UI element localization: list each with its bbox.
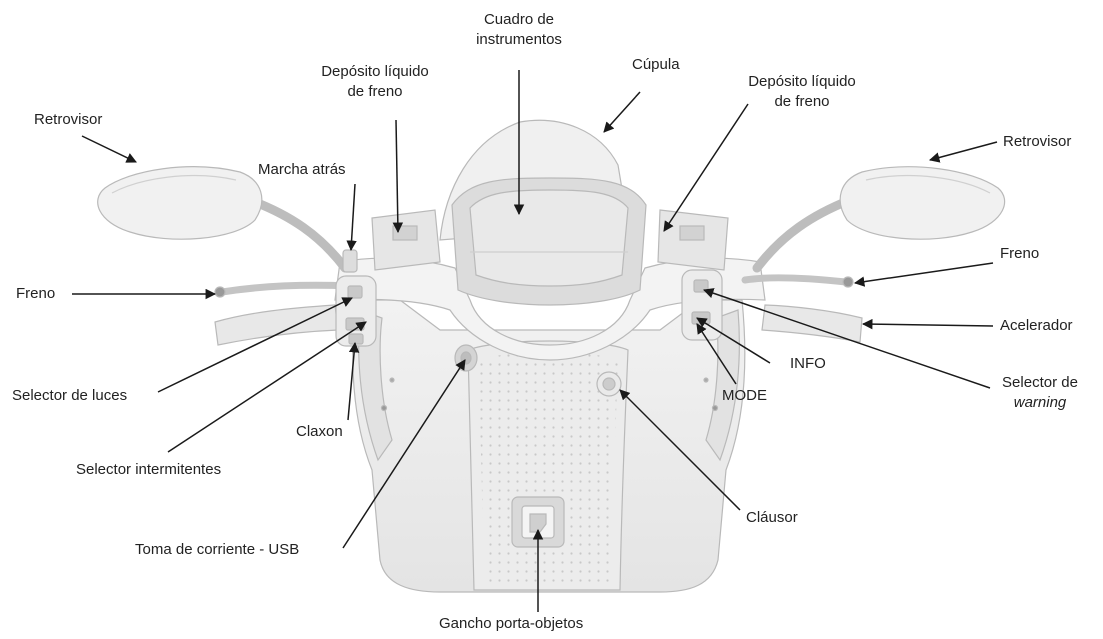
label-deposito-der: Depósito líquido de freno xyxy=(727,72,877,112)
label-freno-izq: Freno xyxy=(16,284,55,304)
label-selector-intermitentes: Selector intermitentes xyxy=(76,460,221,480)
label-cupula: Cúpula xyxy=(632,55,680,75)
label-cuadro-line2: instrumentos xyxy=(452,30,586,50)
label-toma-corriente: Toma de corriente - USB xyxy=(135,540,299,560)
label-retrovisor-izq: Retrovisor xyxy=(34,110,102,130)
mirror-stem-right xyxy=(757,200,850,268)
mirror-stem-left xyxy=(250,200,345,268)
label-selector-warning: Selector de warning xyxy=(982,373,1098,413)
label-deposito-izq-line2: de freno xyxy=(300,82,450,102)
grip-right xyxy=(762,305,862,342)
grip-left xyxy=(215,305,338,345)
label-clausor: Cláusor xyxy=(746,508,798,528)
label-deposito-der-line1: Depósito líquido xyxy=(727,72,877,92)
arrow-retrovisor-der xyxy=(930,142,997,160)
reverse-button xyxy=(343,250,357,272)
label-freno-der: Freno xyxy=(1000,244,1039,264)
label-mode: MODE xyxy=(722,386,767,406)
brake-lever-left xyxy=(222,285,350,292)
label-deposito-izq: Depósito líquido de freno xyxy=(300,62,450,102)
arrow-retrovisor-izq xyxy=(82,136,136,162)
arrow-marcha-atras xyxy=(351,184,355,250)
label-claxon: Claxon xyxy=(296,422,343,442)
scooter-illustration xyxy=(98,120,1005,592)
label-retrovisor-der: Retrovisor xyxy=(1003,132,1071,152)
arrow-cupula xyxy=(604,92,640,132)
label-warning-line1: Selector de xyxy=(982,373,1098,393)
label-selector-luces: Selector de luces xyxy=(12,386,127,406)
brake-lever-right xyxy=(745,278,846,282)
label-warning-line2: warning xyxy=(982,393,1098,413)
label-marcha-atras: Marcha atrás xyxy=(258,160,346,180)
mirror-left xyxy=(98,167,262,239)
label-acelerador: Acelerador xyxy=(1000,316,1073,336)
arrow-warning xyxy=(704,290,990,388)
mirror-right xyxy=(840,167,1004,239)
arrow-acelerador xyxy=(863,324,993,326)
label-cuadro-instrumentos: Cuadro de instrumentos xyxy=(452,10,586,50)
label-deposito-der-line2: de freno xyxy=(727,92,877,112)
label-cuadro-line1: Cuadro de xyxy=(452,10,586,30)
label-info: INFO xyxy=(790,354,826,374)
arrow-freno-der xyxy=(855,263,993,283)
arrow-deposito-der xyxy=(664,104,748,231)
instrument-screen xyxy=(470,190,628,286)
arrow-selector-luces xyxy=(158,298,352,392)
label-gancho: Gancho porta-objetos xyxy=(439,614,583,634)
label-deposito-izq-line1: Depósito líquido xyxy=(300,62,450,82)
